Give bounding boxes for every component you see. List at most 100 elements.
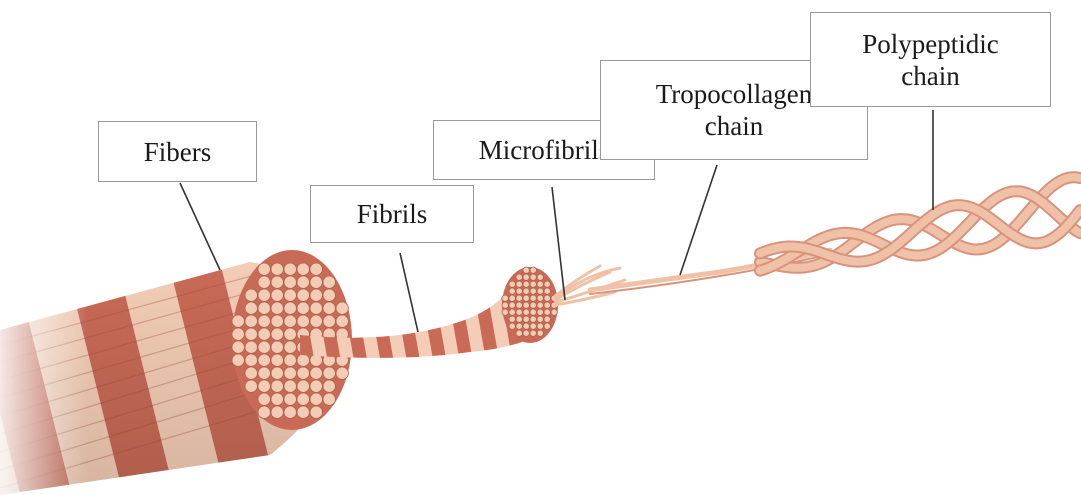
fibril-cross-section	[245, 302, 257, 314]
fibril-cross-section	[271, 380, 283, 392]
microfibril-cross-section	[516, 323, 522, 329]
fibers-label-text: Fibers	[144, 136, 212, 168]
tropocollagen-leader-line	[680, 165, 717, 275]
microfibrils-label-text: Microfibrils	[479, 134, 609, 166]
fibril-cross-section	[297, 263, 309, 275]
microfibril-cross-section	[537, 295, 543, 301]
fibril-cross-section	[284, 289, 296, 301]
fibril-cross-section	[245, 354, 257, 366]
fibril-cross-section	[323, 393, 335, 405]
microfibril-cross-section	[516, 302, 522, 308]
fibril-cross-section	[297, 393, 309, 405]
microfibril-cross-section	[530, 309, 536, 315]
microfibril-cross-section	[530, 295, 536, 301]
fibril-cross-section	[258, 263, 270, 275]
microfibril-cross-section	[523, 288, 529, 294]
fibril-cross-section	[258, 406, 270, 418]
fibril-cross-section	[297, 354, 309, 366]
microfibril-cross-section	[523, 274, 529, 280]
microfibril-cross-section	[544, 281, 550, 287]
fibril-cross-section	[310, 380, 322, 392]
microfibril-cross-section	[544, 288, 550, 294]
fibril-cross-section	[284, 315, 296, 327]
fibril-cross-section	[310, 367, 322, 379]
microfibrils-leader-line	[552, 187, 565, 300]
fibril-cross-section	[271, 406, 283, 418]
fibril-cross-section	[258, 328, 270, 340]
fibril-cross-section	[245, 315, 257, 327]
fibril-cross-section	[245, 328, 257, 340]
polypeptidic-label: Polypeptidic chain	[810, 12, 1051, 107]
microfibril-cross-section	[502, 309, 508, 315]
microfibril-cross-section	[544, 295, 550, 301]
microfibril-cross-section	[516, 281, 522, 287]
microfibril-cross-section	[523, 281, 529, 287]
microfibril-cross-section	[516, 309, 522, 315]
fibril-cross-section	[271, 276, 283, 288]
fibril-cross-section	[297, 302, 309, 314]
fibril-cross-section	[336, 315, 348, 327]
microfibril-cross-section	[523, 267, 529, 273]
fibril-cross-section	[271, 341, 283, 353]
fibril-cross-section	[271, 367, 283, 379]
tropocollagen-label-line2: chain	[705, 110, 763, 142]
microfibril-cross-section	[537, 323, 543, 329]
fibrils-label-text: Fibrils	[357, 198, 428, 230]
microfibril-cross-section	[523, 309, 529, 315]
fibril-cross-section	[284, 328, 296, 340]
tropocollagen-label-line1: Tropocollagen	[656, 78, 813, 110]
microfibril-cross-section	[523, 316, 529, 322]
fibril-cross-section	[297, 315, 309, 327]
microfibril-cross-section	[530, 330, 536, 336]
microfibril-cross-section	[502, 302, 508, 308]
fibril-cross-section	[284, 302, 296, 314]
fibril-cross-section	[297, 380, 309, 392]
fibril-cross-section	[258, 276, 270, 288]
fibril-cross-section	[284, 393, 296, 405]
fibril-cross-section	[271, 302, 283, 314]
microfibril-cross-section	[530, 316, 536, 322]
polypeptidic-label-line2: chain	[901, 60, 959, 92]
fibril-cross-section	[271, 263, 283, 275]
fibril-cross-section	[297, 367, 309, 379]
microfibril-cross-section	[537, 274, 543, 280]
fibril-cross-section	[310, 393, 322, 405]
fibril-cross-section	[258, 289, 270, 301]
microfibril-cross-section	[537, 309, 543, 315]
fibril-cross-section	[245, 341, 257, 353]
microfibril-cross-section	[509, 316, 515, 322]
microfibril-cross-section	[516, 330, 522, 336]
microfibril-cross-section	[523, 302, 529, 308]
microfibril-cross-section	[530, 323, 536, 329]
microfibril-cross-section	[509, 288, 515, 294]
fibril-cross-section	[284, 276, 296, 288]
fibril-cross-section	[310, 276, 322, 288]
fibril-cross-section	[245, 367, 257, 379]
fibril-cross-section	[232, 315, 244, 327]
microfibril-cross-section	[530, 288, 536, 294]
fibril-cross-section	[297, 406, 309, 418]
fibril-cross-section	[271, 354, 283, 366]
microfibril-cross-section	[530, 274, 536, 280]
fibril-cross-section	[310, 289, 322, 301]
microfibril-cross-section	[551, 309, 557, 315]
microfibril-cross-section	[530, 302, 536, 308]
fibril-cross-section	[323, 367, 335, 379]
fibers-label: Fibers	[98, 121, 257, 182]
microfibril-cross-section	[509, 281, 515, 287]
fibril-cross-section	[323, 315, 335, 327]
fibril-cross-section	[271, 315, 283, 327]
microfibril-cross-section	[544, 302, 550, 308]
fibril-cross-section	[271, 328, 283, 340]
microfibril-cross-section	[523, 330, 529, 336]
fibril-cross-section	[245, 380, 257, 392]
microfibril-cross-section	[530, 281, 536, 287]
fibril-cross-section	[310, 263, 322, 275]
fibril-cross-section	[245, 289, 257, 301]
microfibril-cross-section	[516, 274, 522, 280]
fibril-cross-section	[232, 328, 244, 340]
fibril-cross-section	[258, 302, 270, 314]
fibril-cross-section	[284, 367, 296, 379]
microfibril-cross-section	[537, 316, 543, 322]
microfibril-cross-section	[516, 295, 522, 301]
